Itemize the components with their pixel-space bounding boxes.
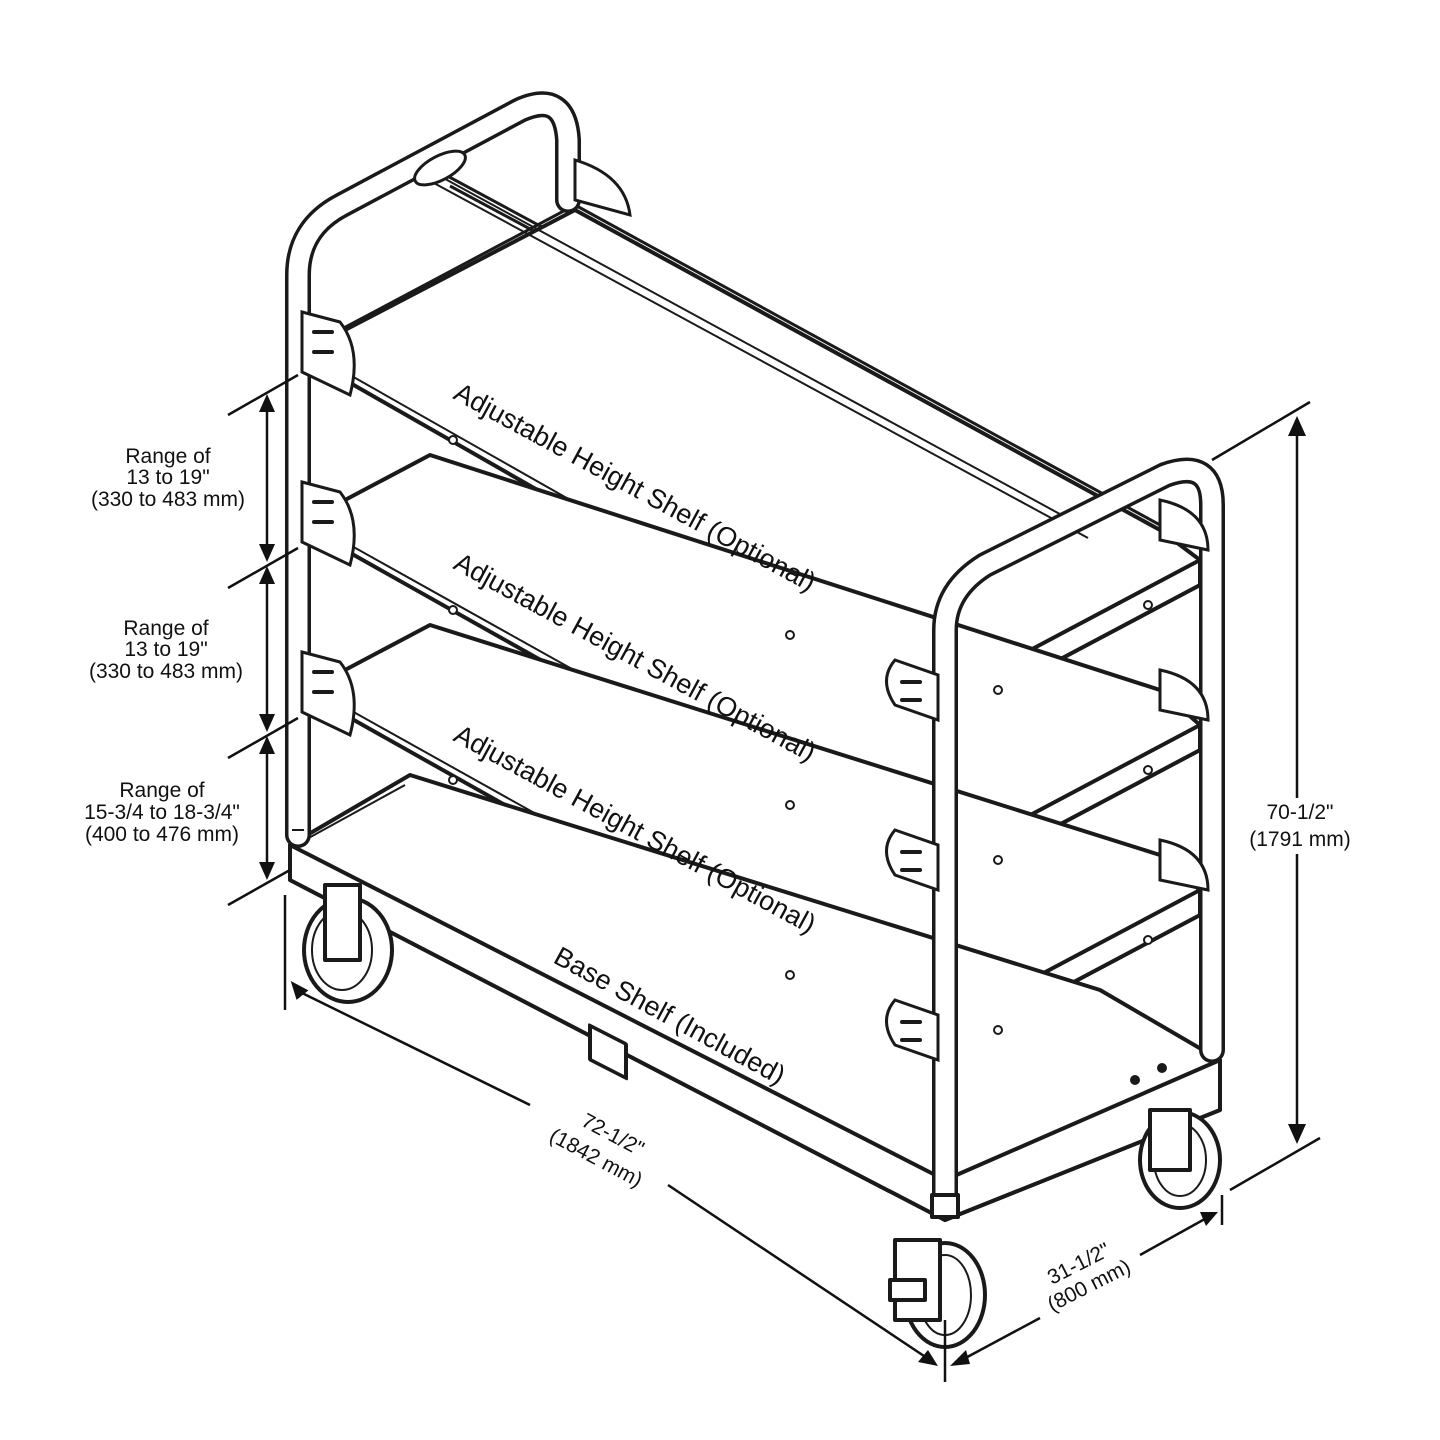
height-imperial: 70-1/2"	[1267, 801, 1334, 824]
shelf-brackets-right	[885, 658, 940, 1063]
caster-front-right	[888, 1238, 987, 1349]
range-1-line2: 13 to 19"	[126, 466, 209, 489]
range-3-line3: (400 to 476 mm)	[85, 823, 239, 846]
brand-plate	[588, 1023, 628, 1081]
shelf-brackets-left	[300, 157, 1210, 892]
caster-back-right	[1138, 1108, 1222, 1210]
caster-front-left	[302, 883, 394, 1004]
height-metric: (1791 mm)	[1249, 828, 1351, 851]
range-2-line3: (330 to 483 mm)	[89, 660, 243, 683]
range-2-line1: Range of	[123, 617, 208, 640]
range-3-line2: 15-3/4 to 18-3/4"	[84, 801, 240, 824]
height-dimension: 70-1/2" (1791 mm)	[1211, 400, 1360, 1192]
range-dimensions: Range of 13 to 19" (330 to 483 mm) Range…	[84, 373, 299, 907]
range-1-line1: Range of	[125, 445, 210, 468]
cart-structure	[285, 91, 1225, 1349]
range-1-line3: (330 to 483 mm)	[91, 488, 245, 511]
range-3-line1: Range of	[119, 779, 204, 802]
width-dimension: 31-1/2" (800 mm)	[950, 1195, 1224, 1366]
range-2-line2: 13 to 19"	[124, 638, 207, 661]
